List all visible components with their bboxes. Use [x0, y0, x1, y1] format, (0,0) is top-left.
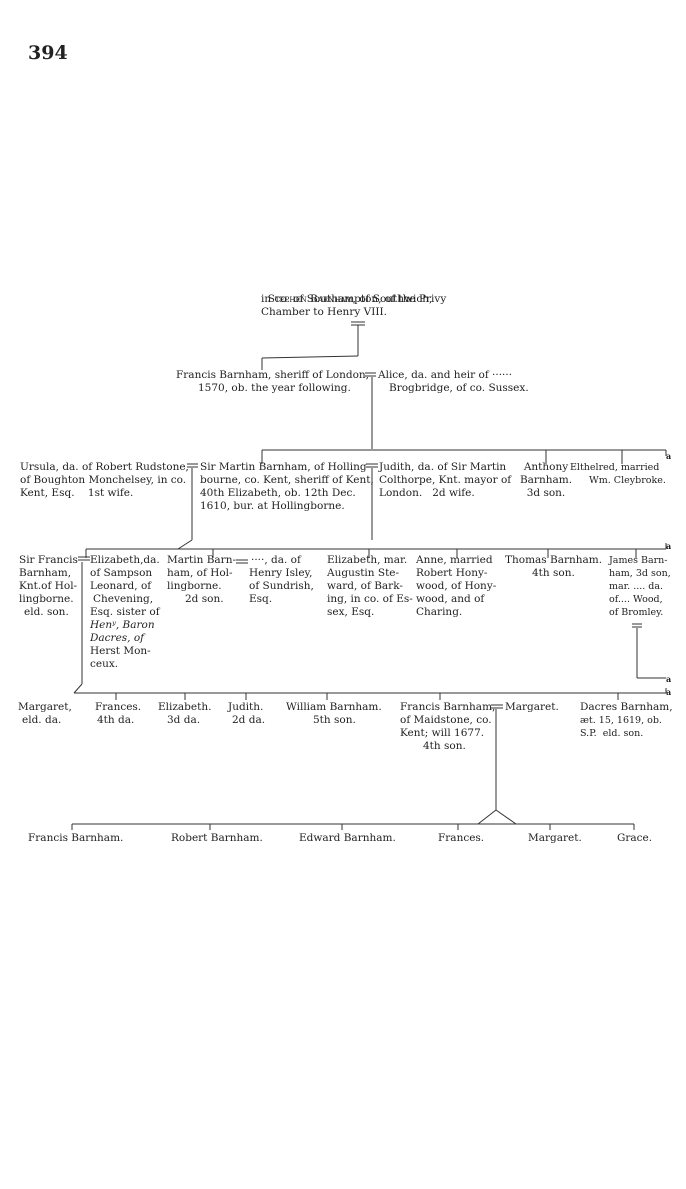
gen3-isley-1: ····, da. of	[251, 554, 301, 566]
gen4-margaret-wife: Margaret.	[505, 701, 559, 713]
gen4-judith-2: 2d da.	[232, 714, 266, 726]
gen3-francis-4: lingborne.	[19, 593, 74, 605]
gen3-anne-1: Anne, married	[416, 554, 493, 566]
gen3-thomas-2: 4th son.	[532, 567, 575, 579]
continuation-mark-2: a	[666, 541, 672, 551]
gen4-francis-3: Kent; will 1677.	[400, 727, 485, 739]
gen3-james-1: James Barn-	[609, 555, 668, 566]
gen4-francis-4: 4th son.	[423, 740, 466, 752]
page-number: 394	[28, 42, 68, 64]
gen3-martin-1: Martin Barn-	[167, 554, 237, 566]
root-entry: Stephen Barnham, of Southwich,	[261, 280, 433, 306]
gen4-margaret-1: Margaret,	[18, 701, 72, 713]
gen2-anthony-3: 3d son.	[526, 487, 566, 499]
gen3-elizabeth-3: Leonard, of	[90, 580, 152, 592]
root-line-3: Chamber to Henry VIII.	[261, 306, 387, 318]
gen5-child-5: Margaret.	[528, 832, 582, 844]
gen3-francis-3: Knt.of Hol-	[19, 580, 78, 592]
gen4-william-2: 5th son.	[313, 714, 356, 726]
gen3-francis-2: Barnham,	[19, 567, 72, 579]
gen3-elizabeth-1: Elizabeth,da.	[90, 554, 160, 566]
gen1-wife-2: Brogbridge, of co. Sussex.	[389, 382, 529, 394]
gen5-child-6: Grace.	[617, 832, 653, 844]
gen3-thomas-1: Thomas Barnham.	[505, 554, 603, 566]
gen4-frances-2: 4th da.	[97, 714, 135, 726]
gen4-judith-1: Judith.	[228, 701, 264, 713]
continuation-mark-1: a	[666, 451, 672, 461]
gen3-james-5: of Bromley.	[609, 607, 664, 618]
gen2-judith-2: Colthorpe, Knt. mayor of	[379, 474, 512, 486]
gen3-martin-3: lingborne.	[167, 580, 222, 592]
gen2-elthelred-1: Elthelred, married	[570, 462, 660, 473]
gen4-dacres-1: Dacres Barnham,	[580, 701, 673, 713]
gen2-martin-1: Sir Martin Barnham, of Holling-	[200, 461, 371, 473]
gen3-elizabeth-2: of Sampson	[90, 567, 153, 579]
gen3-isley-3: of Sundrish,	[249, 580, 314, 592]
gen4-frances-1: Frances.	[95, 701, 142, 713]
gen3-james-4: of.... Wood,	[609, 594, 663, 605]
gen2-anthony-2: Barnham.	[519, 474, 573, 486]
root-name: Stephen Barnham	[267, 293, 353, 305]
gen2-martin-3: 40th Elizabeth, ob. 12th Dec.	[200, 487, 356, 499]
root-line-1: , of Southwich,	[352, 293, 433, 305]
gen5-child-1: Francis Barnham.	[28, 832, 124, 844]
gen4-dacres-2: æt. 15, 1619, ob.	[580, 715, 662, 726]
gen5-child-4: Frances.	[438, 832, 485, 844]
gen4-margaret-2: eld. da.	[22, 714, 62, 726]
gen1-husband-1: Francis Barnham, sheriff of London,	[176, 369, 369, 381]
gen3-anne-4: wood, and of	[416, 593, 485, 605]
gen3-martin-2: ham, of Hol-	[167, 567, 233, 579]
gen3-james-3: mar. .... da.	[609, 581, 664, 592]
gen2-ursula-2: of Boughton Monchelsey, in co.	[20, 474, 187, 486]
gen3-anne-2: Robert Hony-	[416, 567, 488, 579]
gen4-elizabeth-2: 3d da.	[167, 714, 201, 726]
gen3-anne-5: Charing.	[416, 606, 463, 618]
gen3-elizabeth-9: ceux.	[90, 658, 119, 670]
gen3-martin-4: 2d son.	[185, 593, 224, 605]
gen3-elizabeth-8: Herst Mon-	[90, 645, 151, 657]
root-line-2: in co. of Southampton, of the Privy	[261, 293, 447, 305]
continuation-mark-4: a	[666, 687, 672, 697]
gen3-isley-4: Esq.	[249, 593, 273, 605]
gen3-elizabeth-mar-5: sex, Esq.	[327, 606, 375, 618]
gen2-ursula-1: Ursula, da. of Robert Rudstone,	[20, 461, 189, 473]
gen2-martin-2: bourne, co. Kent, sheriff of Kent,	[200, 474, 374, 486]
gen3-elizabeth-5: Esq. sister of	[90, 606, 160, 618]
gen3-elizabeth-6: Henʸ, Baron	[90, 619, 155, 631]
gen2-martin-4: 1610, bur. at Hollingborne.	[200, 500, 345, 512]
gen3-elizabeth-4: Chevening,	[93, 593, 154, 605]
gen4-dacres-3: S.P. eld. son.	[580, 728, 644, 739]
gen3-isley-2: Henry Isley,	[249, 567, 313, 579]
gen3-elizabeth-mar-4: ing, in co. of Es-	[327, 593, 413, 605]
gen3-francis-1: Sir Francis	[19, 554, 78, 566]
gen4-elizabeth-1: Elizabeth.	[158, 701, 212, 713]
gen4-william-1: William Barnham.	[286, 701, 382, 713]
gen2-ursula-3: Kent, Esq. 1st wife.	[20, 487, 134, 499]
gen3-elizabeth-mar-2: Augustin Ste-	[327, 567, 400, 579]
gen3-anne-3: wood, of Hony-	[416, 580, 497, 592]
gen5-child-2: Robert Barnham.	[171, 832, 263, 844]
gen3-elizabeth-7: Dacres, of	[90, 632, 145, 644]
gen2-anthony-1: Anthony	[523, 461, 569, 473]
gen1-wife-1: Alice, da. and heir of ······	[378, 369, 513, 381]
gen1-husband-2: 1570, ob. the year following.	[198, 382, 351, 394]
gen3-james-2: ham, 3d son,	[609, 568, 671, 579]
gen5-child-3: Edward Barnham.	[299, 832, 396, 844]
gen3-elizabeth-mar-3: ward, of Bark-	[327, 580, 403, 592]
continuation-mark-3: a	[666, 674, 672, 684]
gen4-francis-2: of Maidstone, co.	[400, 714, 492, 726]
gen2-elthelred-2: Wm. Cleybroke.	[589, 475, 666, 486]
gen3-francis-5: eld. son.	[24, 606, 69, 618]
gen2-judith-3: London. 2d wife.	[379, 487, 475, 499]
gen4-francis-1: Francis Barnham,	[400, 701, 496, 713]
gen2-judith-1: Judith, da. of Sir Martin	[379, 461, 507, 473]
gen3-elizabeth-mar-1: Elizabeth, mar.	[327, 554, 408, 566]
